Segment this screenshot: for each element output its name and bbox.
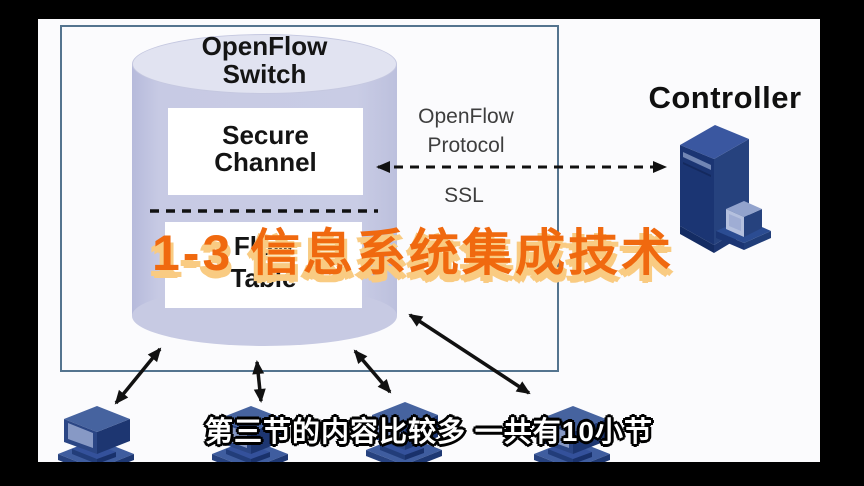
letterbox-bar-bottom [0,462,864,486]
letterbox-bar-top [0,0,864,19]
letterbox-bar-right [820,0,864,486]
secure-channel-line2: Channel [214,147,317,177]
switch-boundary-box [60,25,559,372]
flow-table-box [165,222,362,308]
flow-table-line1: Flow [233,231,294,261]
openflow-protocol-line1: OpenFlow [418,105,514,128]
switch-host3-double-arrow [353,349,392,394]
secure-channel-line1: Secure [222,120,309,150]
letterbox-bar-left [0,0,38,486]
server-tower-icon [680,125,771,253]
openflow-protocol-label: OpenFlow Protocol [406,102,526,160]
flow-table-line2: Table [230,263,297,293]
flow-table-label: Flow Table [165,230,362,294]
secure-channel-label: Secure Channel [168,122,363,176]
openflow-switch-label-line1: OpenFlow [201,31,328,61]
openflow-protocol-line2: Protocol [427,134,505,157]
ssl-label: SSL [444,184,484,207]
video-title-overlay: 1-3 信息系统集成技术 [152,225,675,281]
switch-host2-double-arrow [252,360,266,403]
openflow-switch-label: OpenFlow Switch [132,32,397,88]
openflow-switch-label-line2: Switch [222,59,307,89]
switch-host1-double-arrow [114,347,162,405]
video-subtitle: 第三节的内容比较多 一共有10小节 [205,416,653,447]
controller-label: Controller [648,80,802,115]
switch-host4-double-arrow [408,313,531,395]
secure-channel-box [168,108,363,195]
cylinder-top-ellipse [132,34,397,94]
